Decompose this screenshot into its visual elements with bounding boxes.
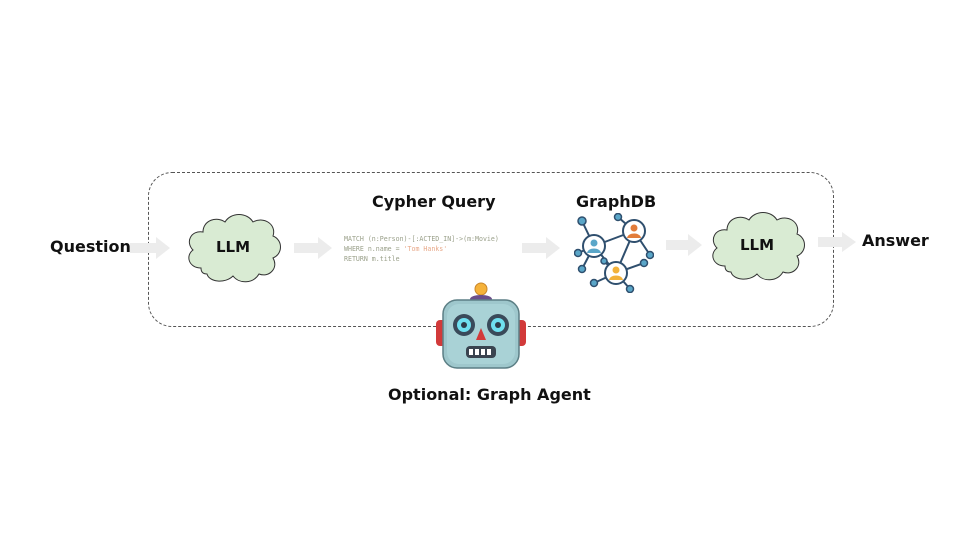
answer-label: Answer — [862, 231, 929, 250]
graphdb-title: GraphDB — [576, 192, 657, 211]
cypher-query-title: Cypher Query — [372, 192, 496, 211]
optional-graph-agent-label: Optional: Graph Agent — [388, 385, 591, 404]
arrow-right-icon — [818, 232, 856, 252]
arrow-right-icon — [130, 237, 170, 259]
cypher-line-3: RETURN m.title — [344, 255, 400, 263]
question-label: Question — [50, 237, 131, 256]
cypher-line-2-string: 'Tom Hanks' — [403, 245, 448, 253]
arrow-right-icon — [294, 237, 332, 259]
arrow-right-icon — [522, 237, 560, 259]
llm-cloud-first: LLM — [183, 210, 283, 284]
graph-network-icon — [573, 212, 655, 297]
cypher-line-1: MATCH (n:Person)-[:ACTED_IN]->(m:Movie) — [344, 235, 499, 243]
cypher-line-2-prefix: WHERE n.name = — [344, 245, 404, 253]
cypher-code-block: MATCH (n:Person)-[:ACTED_IN]->(m:Movie) … — [344, 234, 499, 264]
llm-second-label: LLM — [739, 236, 775, 254]
llm-cloud-second: LLM — [707, 208, 807, 282]
llm-first-label: LLM — [215, 238, 251, 256]
cloud-icon — [188, 214, 281, 283]
robot-icon — [434, 280, 528, 378]
arrow-right-icon — [666, 234, 702, 256]
cloud-icon — [712, 212, 805, 281]
